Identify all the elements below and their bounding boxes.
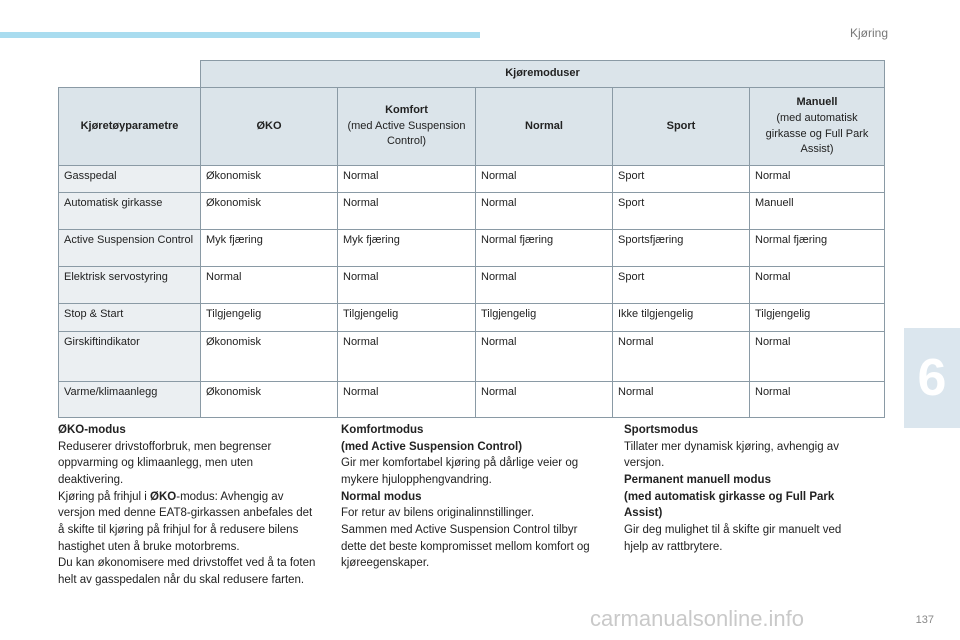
note-title: (med Active Suspension Control): [341, 440, 523, 453]
table-row: Elektrisk servostyring Normal Normal Nor…: [58, 266, 885, 304]
table-cell: Normal: [337, 192, 476, 230]
header-accent-bar: [0, 32, 480, 38]
note-text: Du kan økonomisere med drivstoffet ved å…: [58, 557, 316, 587]
note-text: Kjøring på frihjul i ØKO-modus: Avhengig…: [58, 490, 313, 553]
table-row: Automatisk girkasse Økonomisk Normal Nor…: [58, 192, 885, 230]
table-cell: Tilgjengelig: [337, 303, 476, 332]
table-cell: Økonomisk: [200, 381, 338, 418]
table-cell: Tilgjengelig: [475, 303, 613, 332]
table-cell: Normal: [749, 165, 885, 193]
table-cell: Ikke tilgjengelig: [612, 303, 750, 332]
table-cell: Normal: [475, 165, 613, 193]
note-title: Sportsmodus: [624, 424, 699, 436]
column-header: ØKO: [200, 87, 338, 166]
table-cell: Normal fjæring: [475, 229, 613, 267]
table-cell: Myk fjæring: [337, 229, 476, 267]
column-header: Kjøretøyparametre: [58, 87, 201, 166]
group-header: Kjøremoduser: [200, 60, 885, 88]
table-cell: Normal: [749, 266, 885, 304]
table-cell: Sport: [612, 266, 750, 304]
page-number: 137: [915, 614, 934, 626]
table-cell: Active Suspension Control: [58, 229, 201, 267]
table-cell: Økonomisk: [200, 165, 338, 193]
section-title: Kjøring: [849, 26, 888, 40]
table-cell: Normal: [475, 266, 613, 304]
table-cell: Manuell: [749, 192, 885, 230]
table-row: Active Suspension Control Myk fjæring My…: [58, 229, 885, 267]
table-cell: Varme/klimaanlegg: [58, 381, 201, 418]
table-cell: Normal: [612, 331, 750, 382]
column-header: Komfort(med Active Suspension Control): [337, 87, 476, 166]
table-row: Gasspedal Økonomisk Normal Normal Sport …: [58, 165, 885, 193]
table-cell: Sport: [612, 192, 750, 230]
table-cell: Normal: [337, 165, 476, 193]
eco-mode-note: ØKO-modus Reduserer drivstofforbruk, men…: [58, 422, 320, 589]
table-cell: Normal fjæring: [749, 229, 885, 267]
table-cell: Normal: [475, 192, 613, 230]
table-cell: Normal: [475, 331, 613, 382]
chapter-number: 6: [917, 349, 947, 407]
note-text: Reduserer drivstofforbruk, men begrenser…: [58, 440, 272, 487]
note-title: Permanent manuell modus: [624, 474, 771, 487]
column-header: Normal: [475, 87, 613, 166]
table-cell: Myk fjæring: [200, 229, 338, 267]
note-title: Normal modus: [341, 490, 422, 503]
table-cell: Gasspedal: [58, 165, 201, 193]
watermark: carmanualsonline.info: [590, 606, 805, 631]
column-header: Sport: [612, 87, 750, 166]
note-title: Komfortmodus: [341, 424, 424, 436]
table-cell: Normal: [337, 381, 476, 418]
table-cell: Normal: [200, 266, 338, 304]
table-cell: Girskiftindikator: [58, 331, 201, 382]
note-text: For retur av bilens originalinnstillinge…: [341, 507, 535, 520]
table-cell: Økonomisk: [200, 331, 338, 382]
table-cell: Tilgjengelig: [749, 303, 885, 332]
column-header: Manuell(med automatisk girkasse og Full …: [749, 87, 885, 166]
table-cell: Normal: [612, 381, 750, 418]
table-cell: Normal: [337, 331, 476, 382]
table-cell: Normal: [337, 266, 476, 304]
table-cell: Sportsfjæring: [612, 229, 750, 267]
table-row: Girskiftindikator Økonomisk Normal Norma…: [58, 331, 885, 382]
note-title: ØKO-modus: [58, 424, 126, 436]
table-cell: Stop & Start: [58, 303, 201, 332]
note-text: Tillater mer dynamisk kjøring, avhengig …: [624, 440, 839, 470]
table-cell: Normal: [749, 381, 885, 418]
table-cell: Sport: [612, 165, 750, 193]
table-cell: Automatisk girkasse: [58, 192, 201, 230]
chapter-tab: 6: [904, 328, 960, 428]
note-text: Sammen med Active Suspension Control til…: [341, 524, 590, 570]
table-row: Varme/klimaanlegg Økonomisk Normal Norma…: [58, 381, 885, 418]
note-text: Gir deg mulighet til å skifte gir manuel…: [624, 524, 842, 553]
table-cell: Elektrisk servostyring: [58, 266, 201, 304]
table-cell: Økonomisk: [200, 192, 338, 230]
comfort-normal-note: Komfortmodus (med Active Suspension Cont…: [341, 422, 603, 572]
table-corner: [58, 60, 201, 88]
table-cell: Normal: [475, 381, 613, 418]
table-row: Stop & Start Tilgjengelig Tilgjengelig T…: [58, 303, 885, 332]
table-cell: Tilgjengelig: [200, 303, 338, 332]
table-cell: Normal: [749, 331, 885, 382]
note-text: Gir mer komfortabel kjøring på dårlige v…: [341, 457, 579, 487]
sport-manual-note: Sportsmodus Tillater mer dynamisk kjørin…: [624, 422, 864, 555]
driving-modes-table: Kjøremoduser Kjøretøyparametre ØKO Komfo…: [58, 60, 885, 418]
note-title: (med automatisk girkasse og Full Park As…: [624, 490, 835, 520]
